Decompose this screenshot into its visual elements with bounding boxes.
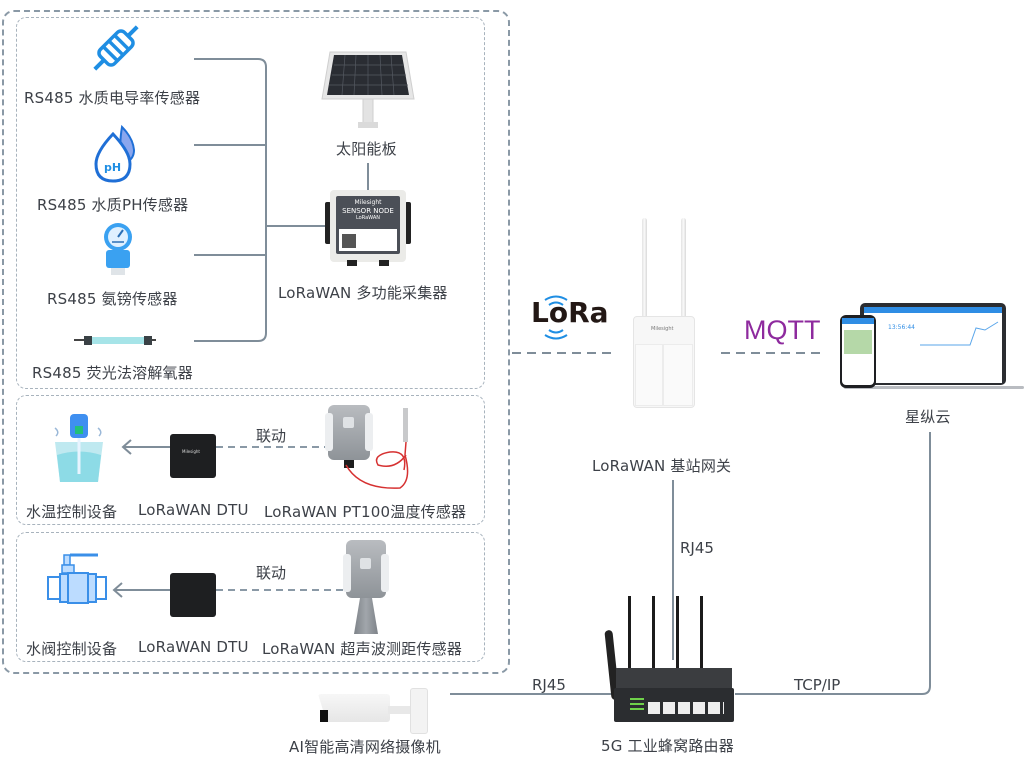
sensor-label-conductivity: RS485 水质电导率传感器	[24, 89, 201, 107]
linkage-label: 联动	[256, 427, 287, 445]
sensor-label-ammonia: RS485 氨镑传感器	[47, 290, 178, 308]
router-cloud-line	[735, 432, 931, 695]
controller-label-2: 水阀控制设备	[26, 640, 118, 658]
solar-panel-label: 太阳能板	[336, 140, 397, 158]
sensor-label-pt100: LoRaWAN PT100温度传感器	[264, 503, 467, 521]
link-label-camera-router: RJ45	[532, 676, 566, 694]
temperature-linkage-group	[16, 395, 485, 525]
valve-linkage-group	[16, 532, 485, 662]
camera-label: AI智能高清网络摄像机	[289, 738, 441, 756]
field-devices-group	[2, 10, 510, 674]
dtu-icon: Milesight	[170, 434, 216, 478]
dtu-label-2: LoRaWAN DTU	[138, 638, 249, 656]
lora-logo: LoRa	[531, 296, 609, 329]
arrow-left-icon	[121, 439, 132, 455]
gateway-label: LoRaWAN 基站网关	[592, 457, 732, 475]
conductivity-sensor-icon	[93, 25, 139, 71]
camera-icon	[318, 688, 450, 734]
dissolved-oxygen-tube-icon	[74, 336, 156, 345]
collector-label: LoRaWAN 多功能采集器	[278, 284, 448, 302]
controller-label-1: 水温控制设备	[26, 503, 118, 521]
sensor-node-icon: Milesight SENSOR NODE LoRaWAN	[325, 190, 411, 266]
sensor-label-ultrasonic: LoRaWAN 超声波测距传感器	[262, 640, 463, 658]
pt100-sensor-icon	[325, 405, 373, 468]
mqtt-label: MQTT	[744, 315, 821, 345]
dtu-brand: Milesight	[182, 449, 200, 454]
pressure-gauge-icon	[104, 223, 132, 275]
router-label: 5G 工业蜂窝路由器	[601, 737, 734, 755]
dtu-icon	[170, 573, 216, 617]
device-subtitle: LoRaWAN	[355, 215, 381, 221]
dashboard-clock: 13:56:44	[888, 324, 915, 331]
cloud-label: 星纵云	[905, 408, 951, 426]
arrow-left-icon	[112, 582, 123, 598]
sensor-label-ph: RS485 水质PH传感器	[37, 196, 189, 214]
gateway-icon: Milesight	[627, 218, 699, 410]
svg-text:pH: pH	[104, 161, 121, 174]
cloud-dashboard-icon: 13:56:44	[840, 300, 1024, 392]
dtu-label-1: LoRaWAN DTU	[138, 501, 249, 519]
sensor-bus-lines	[194, 58, 369, 342]
sensor-collector-group	[16, 17, 485, 389]
link-label-router-cloud: TCP/IP	[794, 676, 841, 694]
sensor-bus-bracket	[194, 58, 267, 342]
sensor-label-dissolved-oxygen: RS485 荧光法溶解氧器	[32, 364, 193, 382]
link-label-gateway-router: RJ45	[680, 539, 714, 557]
ph-drop-icon: pH	[94, 124, 136, 183]
linkage-lines-2	[112, 582, 346, 598]
gateway-brand: Milesight	[651, 326, 674, 332]
linkage-label: 联动	[256, 564, 287, 582]
router-icon	[600, 596, 740, 726]
ultrasonic-sensor-icon	[343, 540, 389, 634]
linkage-lines-1	[121, 439, 328, 455]
device-brand: Milesight	[354, 199, 382, 206]
device-title: SENSOR NODE	[342, 207, 394, 215]
